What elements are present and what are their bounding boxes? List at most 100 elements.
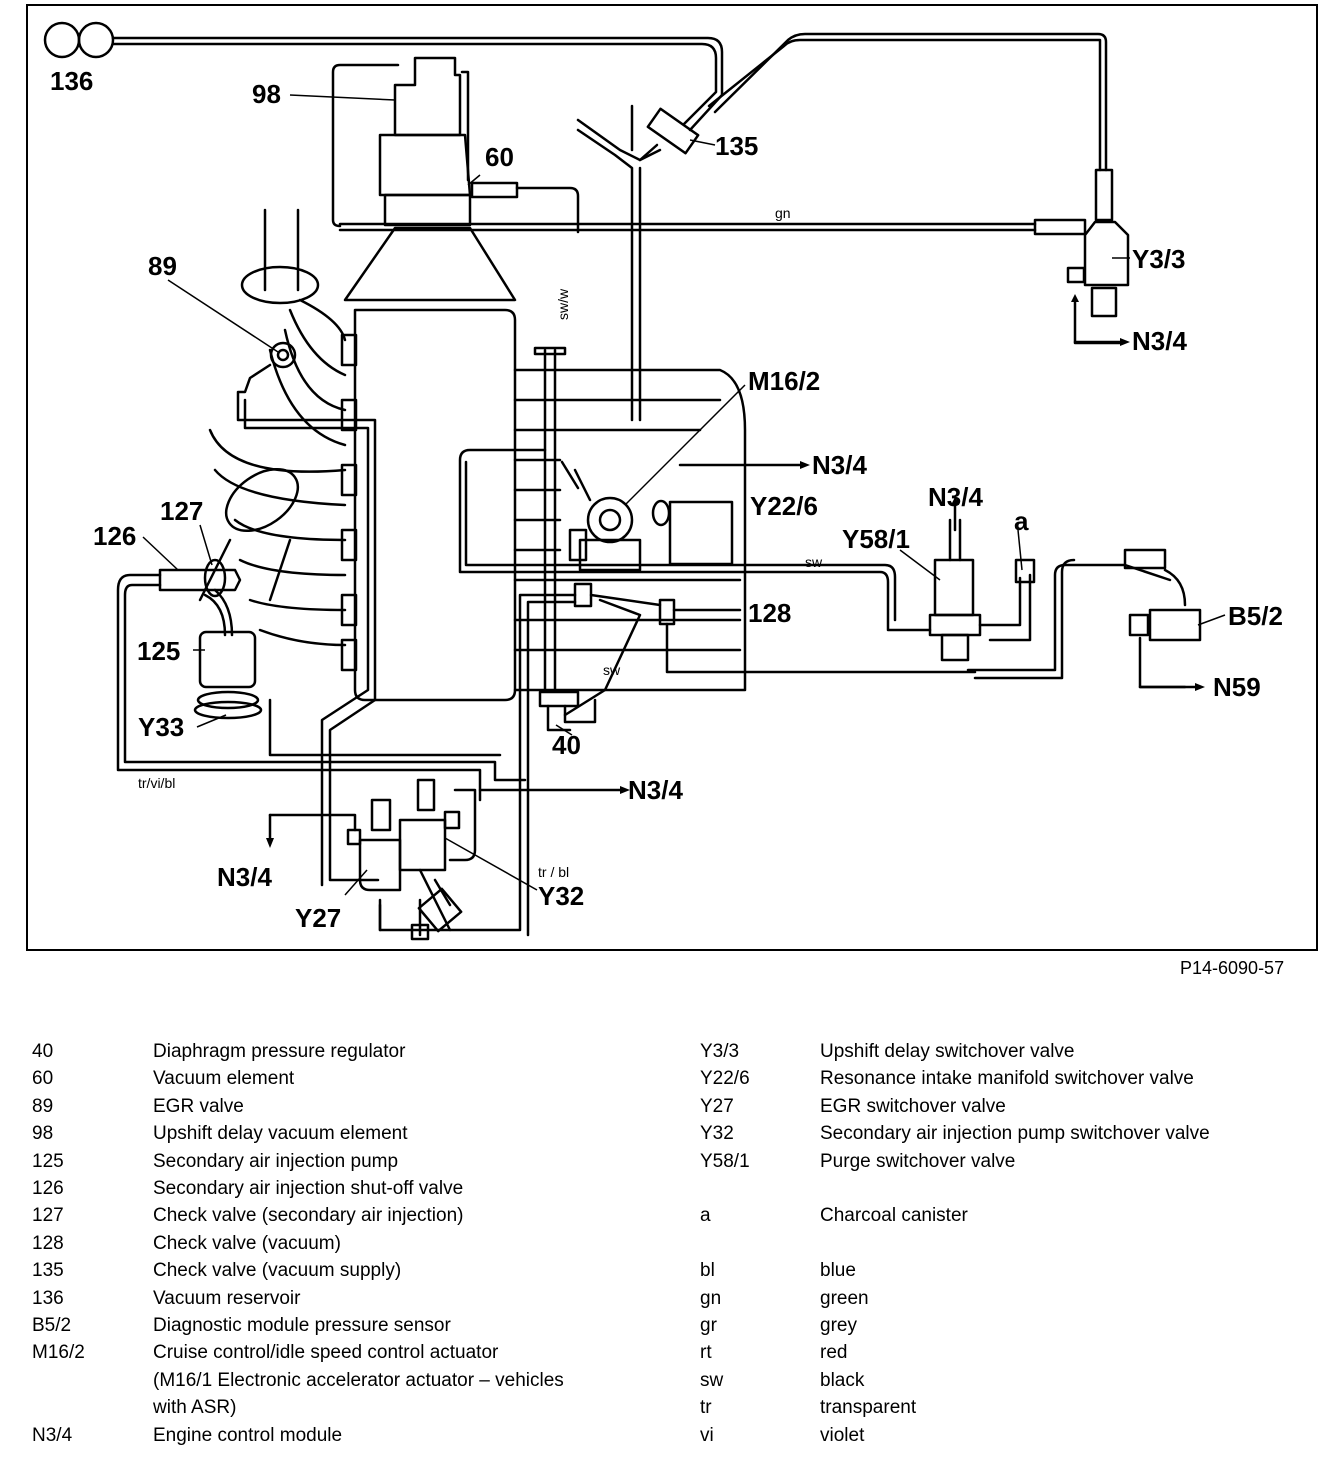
legend-row: gn green [700, 1285, 1320, 1312]
legend-row: Y3/3 Upshift delay switchover valve [700, 1038, 1320, 1065]
wire-sw-2: sw [603, 662, 621, 678]
legend-description: Upshift delay switchover valve [820, 1041, 1075, 1062]
legend-row: Y27 EGR switchover valve [700, 1093, 1320, 1120]
label-89: 89 [148, 251, 177, 281]
legend-code: sw [700, 1369, 724, 1391]
label-y32: Y32 [538, 881, 584, 911]
legend-description: Secondary air injection pump switchover … [820, 1123, 1210, 1145]
legend-description: Vacuum reservoir [153, 1287, 301, 1309]
label-m16-2: M16/2 [748, 366, 820, 396]
label-n3-4-right: N3/4 [628, 775, 683, 805]
check-valve-vacuum-supply [576, 32, 1108, 422]
legend-description: Vacuum element [153, 1068, 295, 1090]
legend-code: Y27 [700, 1095, 734, 1117]
legend-code: 40 [32, 1041, 54, 1062]
label-135: 135 [715, 131, 758, 161]
black-line-upper [458, 448, 932, 632]
legend-code: tr [700, 1397, 712, 1419]
legend-code: 135 [32, 1260, 64, 1282]
legend-description: green [820, 1287, 869, 1309]
wire-sw-w: sw/w [555, 288, 571, 320]
label-n59: N59 [1213, 672, 1261, 702]
legend-description: Resonance intake manifold switchover val… [820, 1068, 1194, 1090]
legend-code: 98 [32, 1123, 54, 1145]
legend-description: Check valve (secondary air injection) [153, 1205, 464, 1227]
vacuum-diagram: 136 98 60 135 89 Y3/3 N3/4 M16/2 N3/4 Y2… [26, 4, 1318, 951]
label-126: 126 [93, 521, 136, 551]
legend-description: Check valve (vacuum supply) [153, 1260, 402, 1282]
legend-description: Upshift delay vacuum element [153, 1123, 408, 1145]
legend-code: N3/4 [32, 1424, 73, 1446]
legend-description: EGR switchover valve [820, 1095, 1006, 1117]
wire-gn: gn [775, 205, 791, 221]
legend-description: Secondary air injection shut-off valve [153, 1178, 464, 1200]
secondary-air-pump-switchover-valve [398, 778, 477, 933]
wire-sw-1: sw [805, 554, 823, 570]
label-n3-4-y58: N3/4 [928, 482, 983, 512]
legend-code [32, 1394, 153, 1421]
legend-row: 98 Upshift delay vacuum element [32, 1120, 672, 1147]
vacuum-reservoir [43, 21, 115, 59]
legend-description: with ASR) [153, 1397, 237, 1419]
upshift-delay-vacuum-element [331, 56, 580, 234]
legend-description: red [820, 1342, 848, 1364]
legend-row: Y32 Secondary air injection pump switchov… [700, 1120, 1320, 1147]
legend-code: bl [700, 1260, 715, 1282]
purge-switchover-valve [928, 518, 1172, 680]
legend-code: B5/2 [32, 1315, 72, 1337]
label-60: 60 [485, 142, 514, 172]
label-n3-4-mid: N3/4 [812, 450, 867, 480]
wire-tr-vi-bl: tr/vi/bl [138, 775, 175, 791]
legend-code: 89 [32, 1095, 54, 1117]
legend-description: Charcoal canister [820, 1205, 968, 1227]
figure-id: P14-6090-57 [1180, 958, 1285, 978]
label-a: a [1014, 506, 1029, 536]
upshift-delay-switchover-valve [1066, 168, 1130, 345]
exhaust-manifold [198, 208, 358, 672]
diagram-frame [26, 4, 1318, 951]
egr-valve [236, 341, 380, 887]
legend-code: a [700, 1205, 711, 1227]
legend-code: vi [700, 1424, 714, 1446]
legend-description: Purge switchover valve [820, 1150, 1016, 1172]
label-y22-6: Y22/6 [750, 491, 818, 521]
label-y58-1: Y58/1 [842, 524, 910, 554]
pressure-sensor [1123, 548, 1202, 689]
legend-code: 125 [32, 1150, 64, 1172]
label-b5-2: B5/2 [1228, 601, 1283, 631]
label-136: 136 [50, 66, 93, 96]
label-40: 40 [552, 730, 581, 760]
legend-description: Check valve (vacuum) [153, 1232, 341, 1254]
legend-code: Y3/3 [700, 1041, 740, 1062]
label-n3-4-left: N3/4 [217, 862, 272, 892]
legend-description: EGR valve [153, 1095, 244, 1117]
legend-row: 128 Check valve (vacuum) [32, 1230, 672, 1257]
legend-description: transparent [820, 1397, 917, 1419]
legend-code: gn [700, 1287, 722, 1309]
legend-row: 135 Check valve (vacuum supply) [32, 1257, 672, 1284]
legend-code: Y32 [700, 1123, 734, 1145]
legend-code: 127 [32, 1205, 64, 1227]
legend-description: Engine control module [153, 1424, 343, 1446]
legend-code: Y22/6 [700, 1068, 750, 1090]
legend-row: with ASR) [32, 1394, 672, 1421]
label-128: 128 [748, 598, 791, 628]
legend-description: Cruise control/idle speed control actuat… [153, 1342, 499, 1364]
legend-row: tr transparent [700, 1394, 1320, 1421]
legend-code: 128 [32, 1232, 64, 1254]
label-y27: Y27 [295, 903, 341, 933]
label-125: 125 [137, 636, 180, 666]
